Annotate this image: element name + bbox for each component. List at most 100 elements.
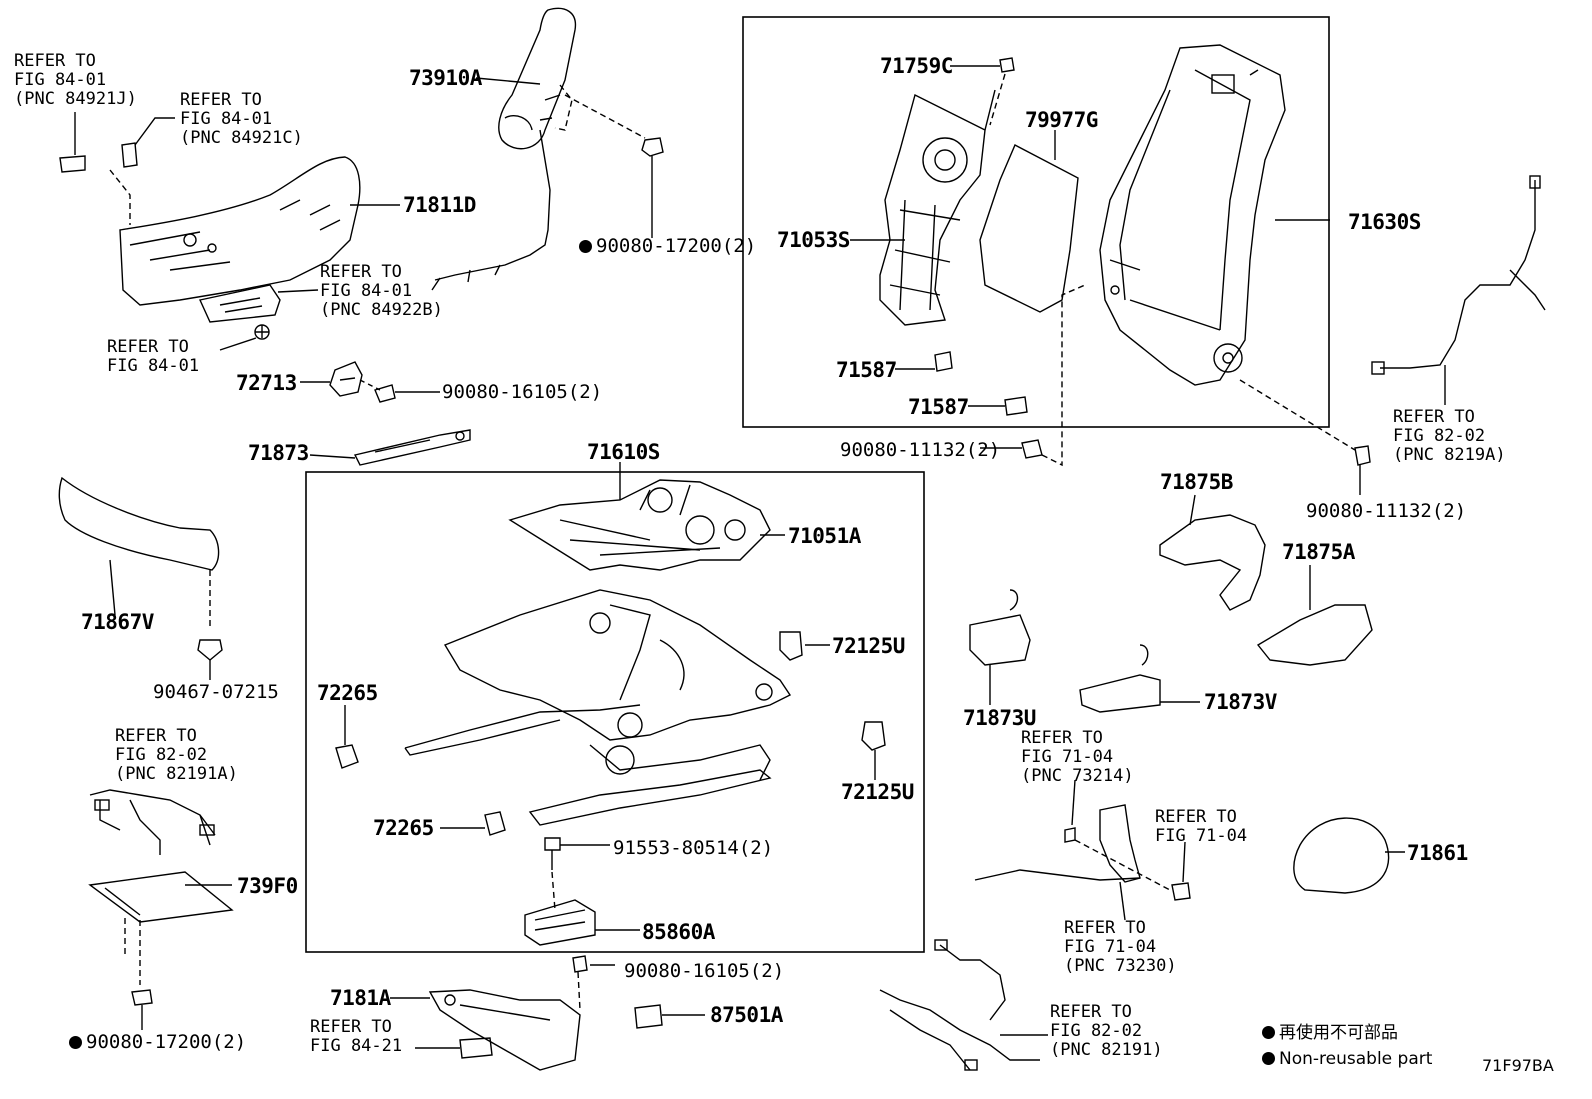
label-90080-16105-bottom: 90080-16105(2) xyxy=(624,960,785,982)
refer-note-82191A: REFER TO FIG 82-02 (PNC 82191A) xyxy=(115,726,238,784)
hook-71873V xyxy=(1079,644,1200,713)
legend-row-en: Non-reusable part xyxy=(1262,1049,1432,1069)
bolt-90080-16105-top xyxy=(374,384,440,403)
label-71759C: 71759C xyxy=(880,54,953,78)
label-71867V: 71867V xyxy=(81,610,154,634)
headrest-support-part xyxy=(431,7,646,291)
non-reusable-dot-icon xyxy=(69,1036,82,1049)
connector-84921J xyxy=(59,112,131,225)
connector-84-21 xyxy=(415,1037,493,1059)
label-71630S: 71630S xyxy=(1348,210,1421,234)
screw-ref-84-01 xyxy=(219,324,270,351)
bolt-90080-16105-bottom xyxy=(572,955,615,1011)
non-reusable-dot-icon xyxy=(1262,1026,1275,1039)
legend-row-jp: 再使用不可部品 xyxy=(1262,1023,1398,1043)
refer-note-84921C: REFER TO FIG 84-01 (PNC 84921C) xyxy=(180,90,303,148)
hook-71873U xyxy=(969,589,1031,705)
label-72265-b: 72265 xyxy=(373,816,434,840)
label-71873V: 71873V xyxy=(1204,690,1277,714)
switch-84922B xyxy=(199,284,319,323)
bracket-7181A xyxy=(390,989,581,1071)
bracket-71873-part xyxy=(309,429,471,466)
label-85860A: 85860A xyxy=(642,920,715,944)
figure-code: 71F97BA xyxy=(1482,1056,1554,1075)
cover-71875B xyxy=(1159,494,1266,611)
label-90080-16105-top: 90080-16105(2) xyxy=(442,381,603,403)
clip-72265-a xyxy=(335,705,359,769)
wire-mat-71051A xyxy=(508,479,771,571)
harness-8219A xyxy=(1371,175,1546,405)
refer-note-73214: REFER TO FIG 71-04 (PNC 73214) xyxy=(1021,728,1134,786)
label-90080-11132-mid: 90080-11132(2) xyxy=(840,439,1001,461)
seatback-frame-71630S xyxy=(1099,44,1286,386)
legend-text-jp: 再使用不可部品 xyxy=(1279,1023,1398,1043)
pad-79977G xyxy=(979,130,1079,313)
refer-note-82191: REFER TO FIG 82-02 (PNC 82191) xyxy=(1050,1002,1163,1060)
buckle-73230 xyxy=(974,779,1191,921)
clip-90467-07215 xyxy=(197,639,223,680)
non-reusable-dot-icon xyxy=(579,240,592,253)
mat-739F0 xyxy=(88,871,234,985)
label-71861: 71861 xyxy=(1407,841,1468,865)
label-72125U-b: 72125U xyxy=(841,780,914,804)
label-72265-a: 72265 xyxy=(317,681,378,705)
cover-71875A xyxy=(1256,565,1373,666)
label-71051A: 71051A xyxy=(788,524,861,548)
label-72713: 72713 xyxy=(236,371,297,395)
label-72125U-a: 72125U xyxy=(832,634,905,658)
seatback-group-frame xyxy=(742,16,1330,428)
label-739F0: 739F0 xyxy=(237,874,298,898)
label-71587-a: 71587 xyxy=(836,358,897,382)
nut-90080-17200-bottom xyxy=(131,989,153,1030)
label-71873U: 71873U xyxy=(963,706,1036,730)
label-71873: 71873 xyxy=(248,441,309,465)
seat-frame-group-frame xyxy=(305,471,925,953)
clip-72265-b xyxy=(440,811,506,836)
bracket-72125U-b xyxy=(861,721,886,780)
clip-71587-b xyxy=(968,396,1028,416)
harness-82191A xyxy=(89,789,216,855)
label-71610S: 71610S xyxy=(587,440,660,464)
nut-90080-17200-top xyxy=(641,137,664,238)
label-90080-17200-bottom: 90080-17200(2) xyxy=(69,1032,246,1052)
bracket-72125U-a xyxy=(779,631,830,661)
connector-84921C xyxy=(121,117,175,168)
bolt-91553-80514 xyxy=(544,837,610,911)
clip-72713-part xyxy=(300,361,381,397)
label-90080-11132-right: 90080-11132(2) xyxy=(1306,500,1467,522)
refer-note-84922B: REFER TO FIG 84-01 (PNC 84922B) xyxy=(320,262,443,320)
harness-82191 xyxy=(879,939,1048,1071)
seat-frame-adjuster xyxy=(404,589,792,826)
label-90467-07215: 90467-07215 xyxy=(153,681,279,703)
lower-shield-71867V xyxy=(58,476,220,628)
label-79977G: 79977G xyxy=(1025,108,1098,132)
refer-note-8219A: REFER TO FIG 82-02 (PNC 8219A) xyxy=(1393,407,1506,465)
bolt-90080-11132-mid xyxy=(980,284,1086,467)
refer-note-84921J: REFER TO FIG 84-01 (PNC 84921J) xyxy=(14,51,137,109)
label-71053S: 71053S xyxy=(777,228,850,252)
clip-71759C xyxy=(950,57,1015,126)
label-71875B: 71875B xyxy=(1160,470,1233,494)
lumbar-71053S xyxy=(879,89,996,326)
leader-73910A xyxy=(475,77,541,85)
label-87501A: 87501A xyxy=(710,1003,783,1027)
legend-text-en: Non-reusable part xyxy=(1279,1049,1433,1069)
label-71811D: 71811D xyxy=(403,193,476,217)
module-87501A xyxy=(634,1004,705,1029)
seat-shield-part xyxy=(119,156,361,306)
label-7181A: 7181A xyxy=(330,986,391,1010)
refer-note-84-21: REFER TO FIG 84-21 xyxy=(310,1017,403,1056)
cover-71861 xyxy=(1293,817,1405,894)
bolt-90080-11132-right xyxy=(1239,379,1371,495)
refer-note-84-01: REFER TO FIG 84-01 xyxy=(107,337,200,376)
label-73910A: 73910A xyxy=(409,66,482,90)
clip-71587-a xyxy=(895,351,953,372)
label-text: 90080-17200(2) xyxy=(86,1031,247,1053)
non-reusable-dot-icon xyxy=(1262,1052,1275,1065)
label-71587-b: 71587 xyxy=(908,395,969,419)
refer-note-73230: REFER TO FIG 71-04 (PNC 73230) xyxy=(1064,918,1177,976)
label-text: 90080-17200(2) xyxy=(596,235,757,257)
motor-85860A xyxy=(524,899,640,946)
